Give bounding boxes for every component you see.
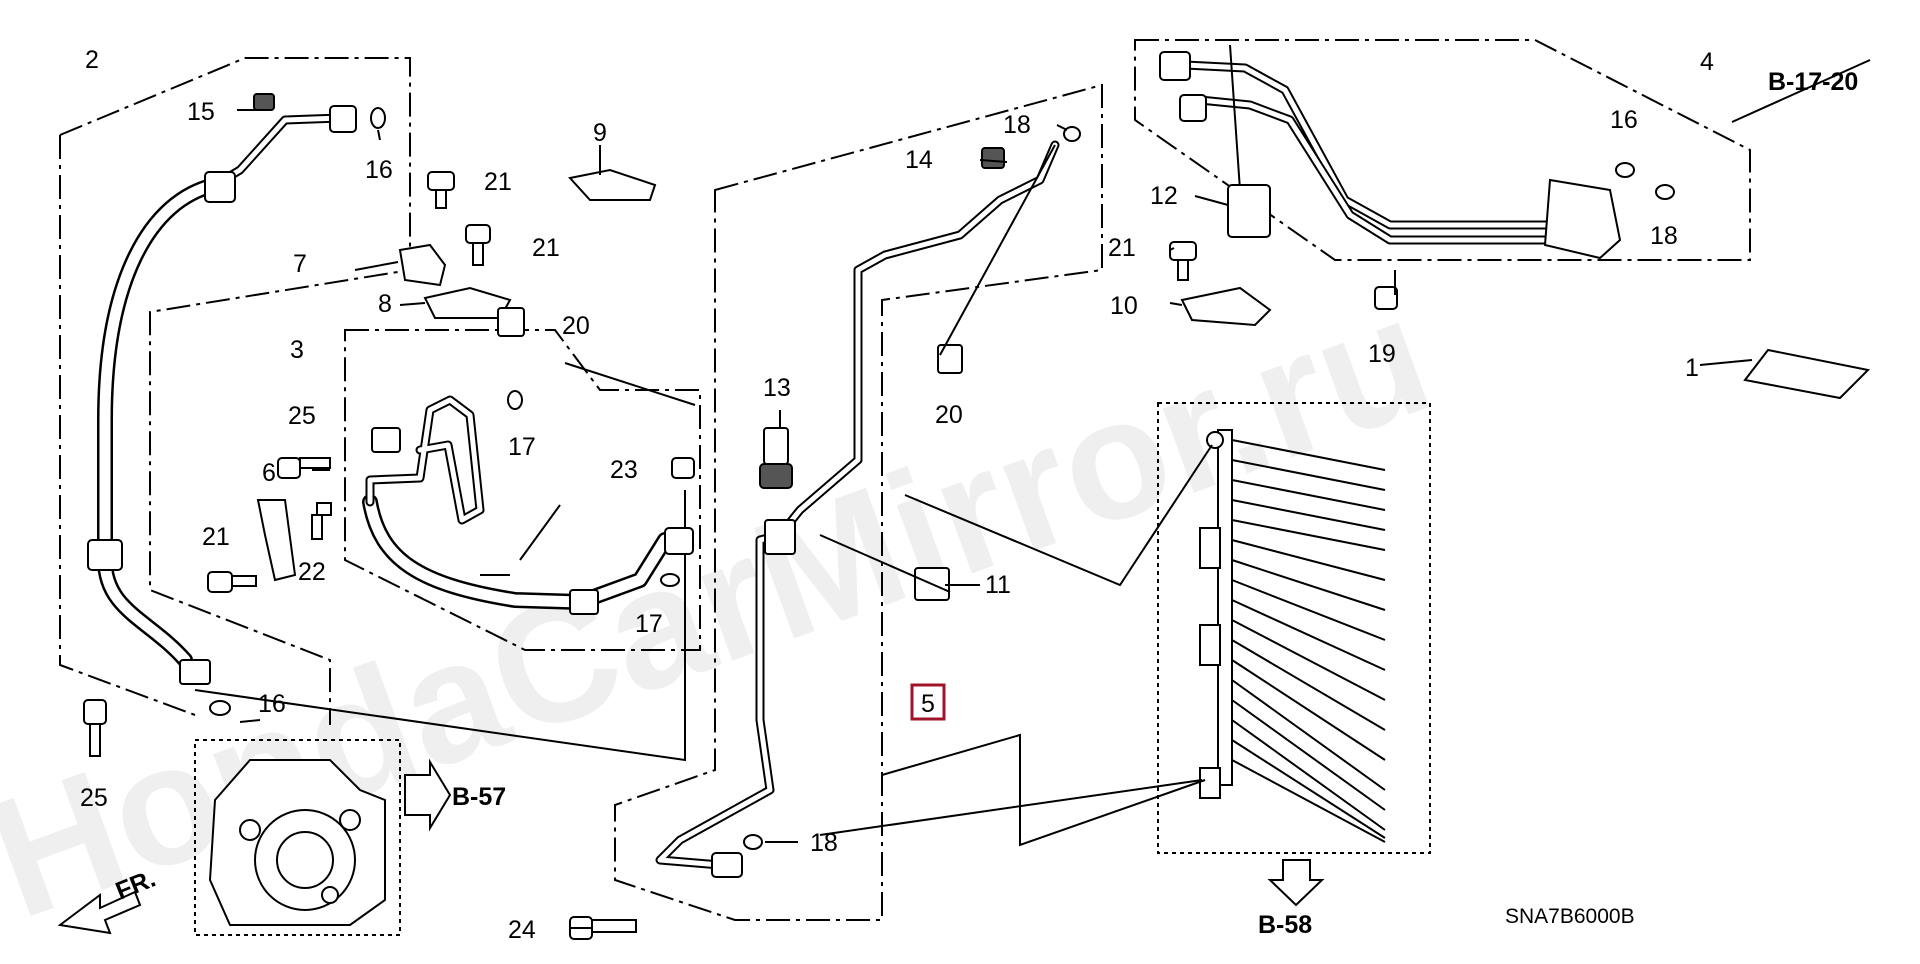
label-part-12: 12	[1150, 182, 1178, 210]
label-part-18-top: 18	[1003, 111, 1031, 139]
label-part-9: 9	[593, 119, 607, 147]
receiver-line	[1159, 44, 1622, 260]
label-part-11: 11	[985, 571, 1011, 599]
label-part-18-bottom: 18	[810, 829, 838, 857]
label-part-21-b: 21	[532, 234, 560, 262]
diagram-code: SNA7B6000B	[1505, 905, 1635, 928]
group-3-guide	[564, 362, 696, 406]
label-part-16-compressor: 16	[258, 690, 286, 718]
label-part-21-a: 21	[484, 168, 512, 196]
label-part-6: 6	[262, 459, 276, 487]
ref-b-57[interactable]: B-57	[452, 783, 506, 811]
label-part-13: 13	[763, 374, 791, 402]
group-4-outline	[1134, 39, 1751, 261]
reference-arrows	[57, 348, 1871, 935]
group-3-outline	[344, 329, 701, 651]
label-part-17-top: 17	[508, 433, 536, 461]
label-part-4: 4	[1700, 48, 1714, 76]
part-5-highlight-box[interactable]	[910, 683, 946, 721]
ref-b-58[interactable]: B-58	[1258, 911, 1312, 939]
label-part-21-c: 21	[1108, 234, 1136, 262]
label-part-16-receiver: 16	[1610, 106, 1638, 134]
b57-arrow-icon	[404, 758, 452, 832]
group-2-outline-left	[59, 135, 196, 716]
label-part-21-d: 21	[202, 523, 230, 551]
liquid-line	[655, 140, 1060, 878]
condenser-outline	[1157, 402, 1431, 854]
label-part-17-bottom: 17	[635, 610, 663, 638]
label-part-16-top: 16	[365, 156, 393, 184]
part-1-label-plate	[1743, 348, 1871, 400]
group-3-guide-2	[194, 490, 686, 762]
label-part-1: 1	[1685, 354, 1699, 382]
condenser	[1199, 429, 1386, 843]
label-part-3: 3	[290, 336, 304, 364]
label-part-2: 2	[85, 46, 99, 74]
suction-hose	[362, 395, 694, 615]
label-part-5[interactable]: 5	[921, 690, 935, 718]
label-part-8: 8	[378, 290, 392, 318]
label-part-22: 22	[298, 558, 326, 586]
label-part-15: 15	[187, 98, 215, 126]
part-5-highlight[interactable]: 5	[910, 683, 946, 721]
part-number-labels: 1 2 3 4 6 7 8 9 10 11 12 13 14 15 16 16 …	[80, 46, 1714, 944]
label-part-20-left: 20	[562, 312, 590, 340]
hardware-parts	[83, 93, 1675, 940]
ref-b-17-20[interactable]: B-17-20	[1768, 68, 1858, 96]
front-arrow-icon	[57, 890, 142, 935]
label-part-7: 7	[293, 250, 307, 278]
label-part-18-receiver: 18	[1650, 222, 1678, 250]
group-5-outline	[614, 83, 1103, 921]
b58-arrow-icon	[1267, 859, 1325, 907]
label-part-25-bottom: 25	[80, 784, 108, 812]
label-part-20-right: 20	[935, 401, 963, 429]
compressor	[194, 739, 401, 936]
label-part-10: 10	[1110, 292, 1138, 320]
leader-lines	[237, 59, 1871, 929]
label-part-14: 14	[905, 146, 933, 174]
label-part-25-top: 25	[288, 402, 316, 430]
discharge-hose	[87, 105, 357, 685]
label-part-23: 23	[610, 456, 638, 484]
label-part-19: 19	[1368, 340, 1396, 368]
label-part-24: 24	[508, 916, 536, 944]
